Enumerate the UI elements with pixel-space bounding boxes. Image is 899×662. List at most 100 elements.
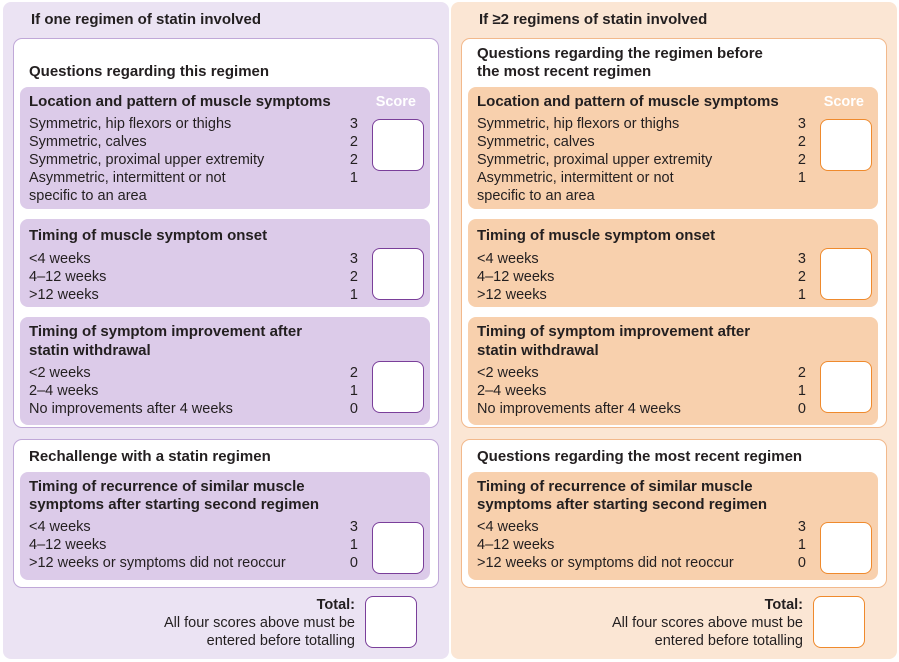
q1-option: Symmetric, hip flexors or thighs (29, 116, 232, 132)
q3-option: 2–4 weeks (477, 383, 547, 399)
left-q2-onset: Timing of muscle symptom onset <4 weeks … (20, 219, 430, 307)
q3-option-points: 0 (349, 401, 358, 417)
q3-title: statin withdrawal (29, 342, 151, 359)
right-card-most-recent: Questions regarding the most recent regi… (461, 439, 887, 588)
q1-option-points: 1 (349, 170, 358, 186)
left-card-rechallenge: Rechallenge with a statin regimen Timing… (13, 439, 439, 588)
q1-option: Symmetric, calves (29, 134, 147, 150)
left-card-this-regimen: Questions regarding this regimen Locatio… (13, 38, 439, 428)
q4-option-points: 1 (349, 537, 358, 553)
total-label-text: Total: (764, 597, 803, 613)
left-q3-improvement: Timing of symptom improvement after stat… (20, 317, 430, 425)
q2-score-input[interactable] (372, 248, 424, 300)
q1-title: Location and pattern of muscle symptoms (477, 93, 779, 110)
q3-score-input[interactable] (372, 361, 424, 413)
q1-option-points: 2 (797, 134, 806, 150)
q2-score-input[interactable] (820, 248, 872, 300)
right-total-label: Total: (765, 596, 803, 614)
left-total-note: All four scores above must be (163, 615, 355, 631)
right-panel: If ≥2 regimens of statin involved Questi… (451, 2, 897, 659)
q1-option-points: 2 (349, 134, 358, 150)
left-panel: If one regimen of statin involved Questi… (3, 2, 449, 659)
q1-option: specific to an area (477, 188, 595, 204)
q1-option-points: 1 (797, 170, 806, 186)
q1-option: Asymmetric, intermittent or not (477, 170, 674, 186)
q2-option: <4 weeks (477, 251, 539, 267)
q3-option-points: 0 (797, 401, 806, 417)
right-total-note: entered before totalling (654, 633, 803, 649)
q1-option: Asymmetric, intermittent or not (29, 170, 226, 186)
q2-option-points: 2 (349, 269, 358, 285)
q4-option-points: 0 (349, 555, 358, 571)
q3-title: statin withdrawal (477, 342, 599, 359)
q1-option-points: 3 (797, 116, 806, 132)
score-label: Score (375, 94, 416, 110)
total-label-text: Total: (316, 597, 355, 613)
q2-option: >12 weeks (29, 287, 99, 303)
q2-option-points: 2 (797, 269, 806, 285)
q1-option: specific to an area (29, 188, 147, 204)
right-total-input[interactable] (813, 596, 865, 648)
right-q4-recurrence: Timing of recurrence of similar muscle s… (468, 472, 878, 580)
q4-option: <4 weeks (29, 519, 91, 535)
q1-option-points: 2 (797, 152, 806, 168)
q1-title: Location and pattern of muscle symptoms (29, 93, 331, 110)
q1-score-input[interactable] (820, 119, 872, 171)
left-total-label: Total: (317, 596, 355, 614)
q2-option: 4–12 weeks (29, 269, 107, 285)
q1-option-points: 2 (349, 152, 358, 168)
q2-title: Timing of muscle symptom onset (29, 227, 268, 244)
q4-title: Timing of recurrence of similar muscle (477, 478, 753, 495)
q3-option: No improvements after 4 weeks (477, 401, 681, 417)
q4-option: >12 weeks or symptoms did not reoccur (29, 555, 286, 571)
left-panel-title: If one regimen of statin involved (31, 11, 262, 28)
left-q1-location: Location and pattern of muscle symptoms … (20, 87, 430, 209)
left-card1-title: Questions regarding this regimen (29, 63, 270, 80)
q3-option: No improvements after 4 weeks (29, 401, 233, 417)
q2-option: 4–12 weeks (477, 269, 555, 285)
left-total-input[interactable] (365, 596, 417, 648)
right-q2-onset: Timing of muscle symptom onset <4 weeks … (468, 219, 878, 307)
q4-title: symptoms after starting second regimen (29, 496, 320, 513)
q4-option-points: 1 (797, 537, 806, 553)
q4-score-input[interactable] (372, 522, 424, 574)
right-card2-title: Questions regarding the most recent regi… (477, 448, 803, 465)
q2-option: <4 weeks (29, 251, 91, 267)
right-q1-location: Location and pattern of muscle symptoms … (468, 87, 878, 209)
q3-option: <2 weeks (29, 365, 91, 381)
q4-option-points: 3 (797, 519, 806, 535)
q4-option: >12 weeks or symptoms did not reoccur (477, 555, 734, 571)
score-label: Score (823, 94, 864, 110)
right-q3-improvement: Timing of symptom improvement after stat… (468, 317, 878, 425)
q3-option: 2–4 weeks (29, 383, 99, 399)
q3-option-points: 2 (349, 365, 358, 381)
left-q4-recurrence: Timing of recurrence of similar muscle s… (20, 472, 430, 580)
q2-title: Timing of muscle symptom onset (477, 227, 716, 244)
q4-option-points: 0 (797, 555, 806, 571)
right-card1-title: the most recent regimen (477, 63, 652, 80)
q2-option-points: 1 (797, 287, 806, 303)
q1-option: Symmetric, proximal upper extremity (29, 152, 265, 168)
q2-option-points: 3 (349, 251, 358, 267)
q3-option: <2 weeks (477, 365, 539, 381)
q3-option-points: 2 (797, 365, 806, 381)
q2-option-points: 1 (349, 287, 358, 303)
q4-score-input[interactable] (820, 522, 872, 574)
q4-option-points: 3 (349, 519, 358, 535)
q4-option: <4 weeks (477, 519, 539, 535)
q3-score-input[interactable] (820, 361, 872, 413)
q2-option-points: 3 (797, 251, 806, 267)
q1-option-points: 3 (349, 116, 358, 132)
q1-option: Symmetric, hip flexors or thighs (477, 116, 680, 132)
q3-title: Timing of symptom improvement after (29, 323, 303, 340)
q3-option-points: 1 (797, 383, 806, 399)
q3-option-points: 1 (349, 383, 358, 399)
q1-score-input[interactable] (372, 119, 424, 171)
q3-title: Timing of symptom improvement after (477, 323, 751, 340)
q1-option: Symmetric, calves (477, 134, 595, 150)
q2-option: >12 weeks (477, 287, 547, 303)
right-panel-title: If ≥2 regimens of statin involved (479, 11, 708, 28)
q4-option: 4–12 weeks (477, 537, 555, 553)
left-total-note: entered before totalling (206, 633, 355, 649)
right-card1-title: Questions regarding the regimen before (477, 45, 763, 62)
